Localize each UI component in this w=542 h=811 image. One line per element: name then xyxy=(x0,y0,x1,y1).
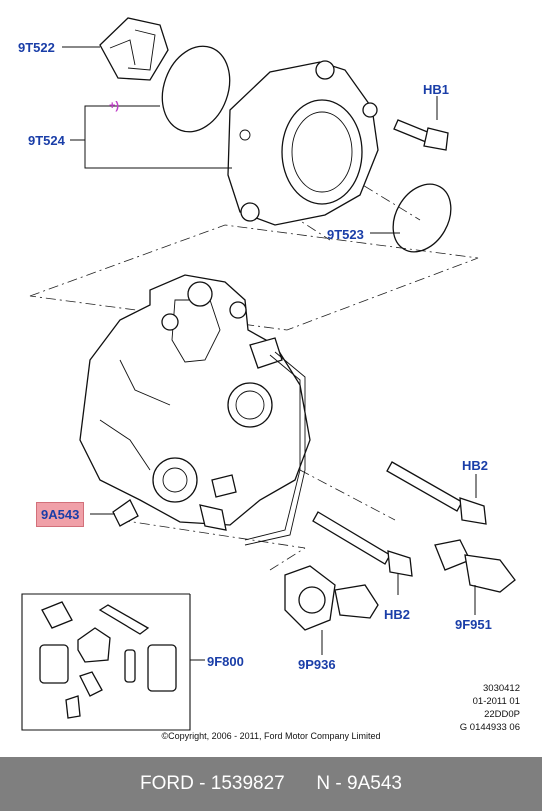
adapter-housing xyxy=(227,60,379,226)
callout-9A543-highlighted: 9A543 xyxy=(36,502,85,527)
callout-9F800: 9F800 xyxy=(207,654,244,669)
footer-n-code: N - 9A543 xyxy=(316,773,402,794)
o-ring-9T523 xyxy=(392,183,452,253)
drawing-meta: 3030412 01-2011 01 22DD0P G 0144933 06 xyxy=(460,682,520,734)
o-ring-9T524 xyxy=(161,45,231,133)
footer-part-number: 1539827 xyxy=(210,773,285,794)
valve-9P936 xyxy=(284,565,379,631)
footer-bar: FORD - 1539827 N - 9A543 xyxy=(0,757,542,811)
callout-9T523: 9T523 xyxy=(327,227,364,242)
callout-9T522: 9T522 xyxy=(18,40,55,55)
sensor-9F951 xyxy=(434,539,516,593)
copyright-notice: ©Copyright, 2006 - 2011, Ford Motor Comp… xyxy=(161,731,381,741)
bolt-HB2-lower xyxy=(312,511,413,577)
clip-9T522 xyxy=(99,17,169,81)
plus-marker: +) xyxy=(109,100,120,112)
bolt-HB2-upper xyxy=(386,461,487,525)
high-pressure-pump-9A543 xyxy=(79,274,311,546)
exploded-view-diagram xyxy=(21,17,516,731)
footer-separator: - xyxy=(193,773,211,794)
callout-9T524: 9T524 xyxy=(28,133,65,148)
callout-HB1: HB1 xyxy=(423,82,450,97)
meta-line: G 0144933 06 xyxy=(459,722,520,733)
meta-line: 22DD0P xyxy=(484,709,520,720)
kit-box-9F800 xyxy=(21,593,191,731)
meta-line: 3030412 xyxy=(483,683,520,694)
callout-HB2-upper: HB2 xyxy=(462,458,489,473)
footer-spacer xyxy=(285,773,317,795)
bolt-HB1 xyxy=(393,119,449,151)
meta-line: 01-2011 01 xyxy=(472,696,520,707)
footer-brand: FORD xyxy=(140,773,194,794)
callout-HB2-lower: HB2 xyxy=(384,607,411,622)
callout-9P936: 9P936 xyxy=(298,657,336,672)
callout-9F951: 9F951 xyxy=(455,617,492,632)
